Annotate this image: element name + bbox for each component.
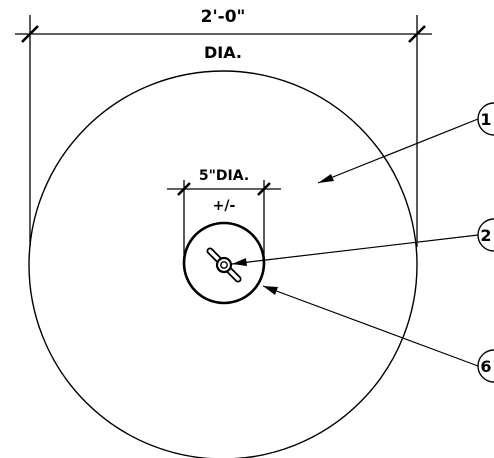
arrowhead-2 (232, 258, 247, 266)
overall-tick-right (408, 25, 426, 43)
overall-diameter-value: 2'-0" (201, 7, 246, 27)
leader-line-1 (317, 118, 479, 184)
leader-line-2 (231, 234, 479, 265)
inner-tick-left (177, 182, 191, 196)
inner-diameter-tolerance: +/- (213, 198, 236, 214)
overall-tick-left (21, 25, 39, 43)
outer-circle (28, 70, 418, 458)
callout-bubble-6: 6 (477, 349, 494, 383)
callout-label-2: 2 (480, 226, 491, 245)
leader-lines (231, 118, 479, 367)
arrowhead-6 (263, 286, 278, 295)
callout-bubble-1: 1 (477, 102, 494, 136)
leader-line-6 (262, 285, 479, 367)
inner-circle (182, 221, 266, 305)
callout-bubble-2: 2 (477, 218, 494, 252)
callout-label-1: 1 (480, 110, 491, 129)
inner-diameter-dimension: 5"DIA. +/- (167, 168, 281, 262)
arrowhead-1 (318, 174, 334, 183)
inner-tick-right (257, 182, 271, 196)
inner-diameter-value: 5"DIA. (199, 168, 249, 184)
center-fitting-icon (206, 247, 242, 283)
callout-label-6: 6 (480, 357, 491, 376)
overall-diameter-dimension: 2'-0" DIA. (15, 7, 432, 247)
overall-diameter-note: DIA. (204, 43, 242, 62)
